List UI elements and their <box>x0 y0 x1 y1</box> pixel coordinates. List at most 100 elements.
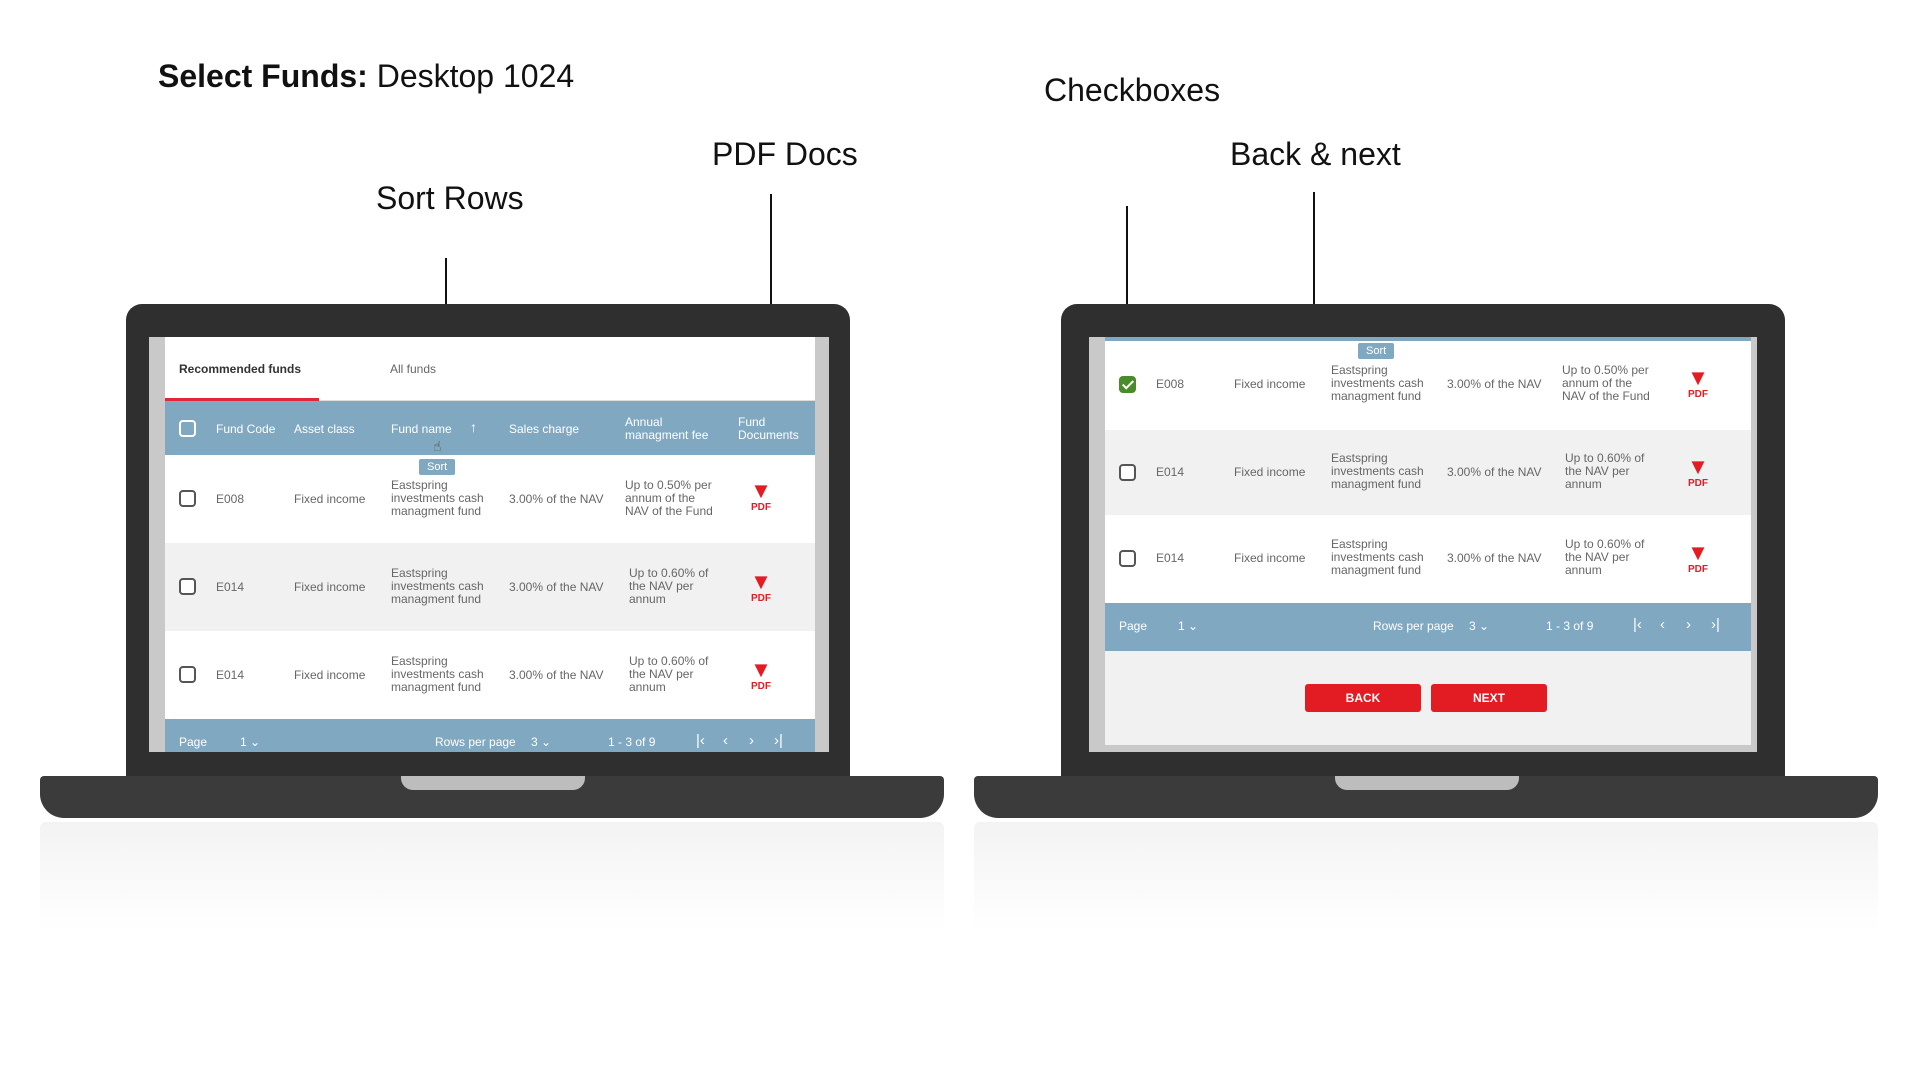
cell-sales-charge: 3.00% of the NAV <box>509 492 604 506</box>
laptop-screen-right: Sort E008 Fixed income Eastspring invest… <box>1089 337 1757 752</box>
laptop-reflection <box>974 822 1878 932</box>
cell-asset-class: Fixed income <box>294 492 366 506</box>
laptop-screen-left: Recommended funds All funds Fund Code As… <box>149 337 829 752</box>
rows-per-page-select[interactable]: 3 ⌄ <box>531 735 552 749</box>
annotation-pdf-docs: PDF Docs <box>712 136 858 172</box>
fund-table-app-scrolled: Sort E008 Fixed income Eastspring invest… <box>1105 337 1751 745</box>
row-checkbox-checked[interactable] <box>1119 376 1136 393</box>
annotation-sort-rows: Sort Rows <box>376 180 524 216</box>
rows-per-page-select[interactable]: 3 ⌄ <box>1469 619 1490 633</box>
footer-actions: BACK NEXT <box>1105 651 1751 745</box>
cell-fund-name: Eastspring investments cash managment fu… <box>391 566 484 606</box>
pagination-bar: Page 1 ⌄ Rows per page 3 ⌄ 1 - 3 of 9 |‹… <box>165 719 815 752</box>
cell-asset-class: Fixed income <box>1234 465 1306 479</box>
laptop-notch-right <box>1335 776 1519 790</box>
row-checkbox[interactable] <box>1119 550 1136 567</box>
table-row[interactable]: E014 Fixed income Eastspring investments… <box>1105 430 1751 515</box>
laptop-notch-left <box>401 776 585 790</box>
page-range: 1 - 3 of 9 <box>1546 619 1594 633</box>
page-heading: Select Funds: Desktop 1024 <box>158 58 575 94</box>
cell-annual-fee: Up to 0.60% of the NAV per annum <box>1565 537 1645 577</box>
col-fund-documents[interactable]: Fund Documents <box>738 415 799 442</box>
cell-fund-name: Eastspring investments cash managment fu… <box>1331 363 1424 403</box>
fund-table-app: Recommended funds All funds Fund Code As… <box>165 337 815 752</box>
page-label: Page <box>179 735 208 749</box>
arrow-up-icon[interactable]: ↑ <box>470 419 477 435</box>
pdf-document-icon[interactable]: ▼PDF <box>1687 365 1709 401</box>
cell-annual-fee: Up to 0.60% of the NAV per annum <box>629 566 709 606</box>
row-checkbox[interactable] <box>179 578 196 595</box>
rows-per-page-label: Rows per page <box>435 735 516 749</box>
cell-annual-fee: Up to 0.60% of the NAV per annum <box>1565 451 1645 491</box>
cell-fund-name: Eastspring investments cash managment fu… <box>391 478 484 518</box>
table-header-edge <box>1105 337 1751 341</box>
prev-page-icon[interactable]: ‹ <box>723 732 728 749</box>
select-all-checkbox[interactable] <box>179 420 196 437</box>
back-button[interactable]: BACK <box>1305 684 1421 712</box>
last-page-icon[interactable]: ›| <box>774 732 783 749</box>
cell-fund-name: Eastspring investments cash managment fu… <box>1331 537 1424 577</box>
sort-tooltip: Sort <box>419 459 456 475</box>
cell-sales-charge: 3.00% of the NAV <box>509 668 604 682</box>
col-fund-name[interactable]: Fund name <box>391 422 452 436</box>
tab-all-funds[interactable]: All funds <box>390 362 437 376</box>
table-row[interactable]: E008 Fixed income Eastspring investments… <box>165 455 815 543</box>
page-select[interactable]: 1 ⌄ <box>240 735 261 749</box>
cell-fund-code: E014 <box>1156 465 1185 479</box>
pdf-document-icon[interactable]: ▼PDF <box>1687 454 1709 490</box>
last-page-icon[interactable]: ›| <box>1711 616 1720 633</box>
cell-asset-class: Fixed income <box>1234 377 1306 391</box>
table-row[interactable]: E014 Fixed income Eastspring investments… <box>1105 515 1751 603</box>
annotation-checkboxes: Checkboxes <box>1044 72 1221 108</box>
next-page-icon[interactable]: › <box>749 732 754 749</box>
page-label: Page <box>1119 619 1148 633</box>
active-tab-indicator <box>165 398 319 401</box>
cell-fund-code: E014 <box>1156 551 1185 565</box>
sort-tooltip: Sort <box>1358 343 1395 359</box>
cell-fund-code: E014 <box>216 668 245 682</box>
cell-asset-class: Fixed income <box>294 580 366 594</box>
pagination-bar: Page 1 ⌄ Rows per page 3 ⌄ 1 - 3 of 9 |‹… <box>1105 603 1751 651</box>
cell-fund-code: E008 <box>216 492 245 506</box>
col-fund-code[interactable]: Fund Code <box>216 422 276 436</box>
prev-page-icon[interactable]: ‹ <box>1660 616 1665 633</box>
cell-sales-charge: 3.00% of the NAV <box>1447 377 1542 391</box>
table-header: Fund Code Asset class Fund name ↑ Sales … <box>165 401 815 455</box>
first-page-icon[interactable]: |‹ <box>696 732 705 749</box>
col-asset-class[interactable]: Asset class <box>294 422 355 436</box>
page-range: 1 - 3 of 9 <box>608 735 656 749</box>
next-page-icon[interactable]: › <box>1686 616 1691 633</box>
table-row[interactable]: E014 Fixed income Eastspring investments… <box>165 543 815 631</box>
cell-annual-fee: Up to 0.50% per annum of the NAV of the … <box>625 478 713 518</box>
pdf-document-icon[interactable]: ▼PDF <box>1687 540 1709 576</box>
next-button[interactable]: NEXT <box>1431 684 1547 712</box>
row-checkbox[interactable] <box>179 490 196 507</box>
cell-asset-class: Fixed income <box>294 668 366 682</box>
cursor-icon: ☝ <box>433 438 442 454</box>
cell-annual-fee: Up to 0.50% per annum of the NAV of the … <box>1562 363 1650 403</box>
first-page-icon[interactable]: |‹ <box>1633 616 1642 633</box>
col-sales-charge[interactable]: Sales charge <box>509 422 580 436</box>
pdf-document-icon[interactable]: ▼PDF <box>750 478 772 514</box>
laptop-reflection <box>40 822 944 932</box>
page-select[interactable]: 1 ⌄ <box>1178 619 1199 633</box>
rows-per-page-label: Rows per page <box>1373 619 1454 633</box>
row-checkbox[interactable] <box>1119 464 1136 481</box>
pdf-document-icon[interactable]: ▼PDF <box>750 569 772 605</box>
cell-sales-charge: 3.00% of the NAV <box>509 580 604 594</box>
col-annual-fee[interactable]: Annual managment fee <box>625 415 709 442</box>
tab-recommended-funds[interactable]: Recommended funds <box>179 362 302 376</box>
cell-sales-charge: 3.00% of the NAV <box>1447 551 1542 565</box>
cell-fund-code: E014 <box>216 580 245 594</box>
table-row[interactable]: E008 Fixed income Eastspring investments… <box>1105 337 1751 430</box>
cell-sales-charge: 3.00% of the NAV <box>1447 465 1542 479</box>
cell-asset-class: Fixed income <box>1234 551 1306 565</box>
pdf-document-icon[interactable]: ▼PDF <box>750 657 772 693</box>
tab-bar: Recommended funds All funds <box>165 337 815 401</box>
row-checkbox[interactable] <box>179 666 196 683</box>
cell-fund-name: Eastspring investments cash managment fu… <box>391 654 484 694</box>
table-row[interactable]: E014 Fixed income Eastspring investments… <box>165 631 815 719</box>
cell-fund-code: E008 <box>1156 377 1185 391</box>
cell-fund-name: Eastspring investments cash managment fu… <box>1331 451 1424 491</box>
cell-annual-fee: Up to 0.60% of the NAV per annum <box>629 654 709 694</box>
